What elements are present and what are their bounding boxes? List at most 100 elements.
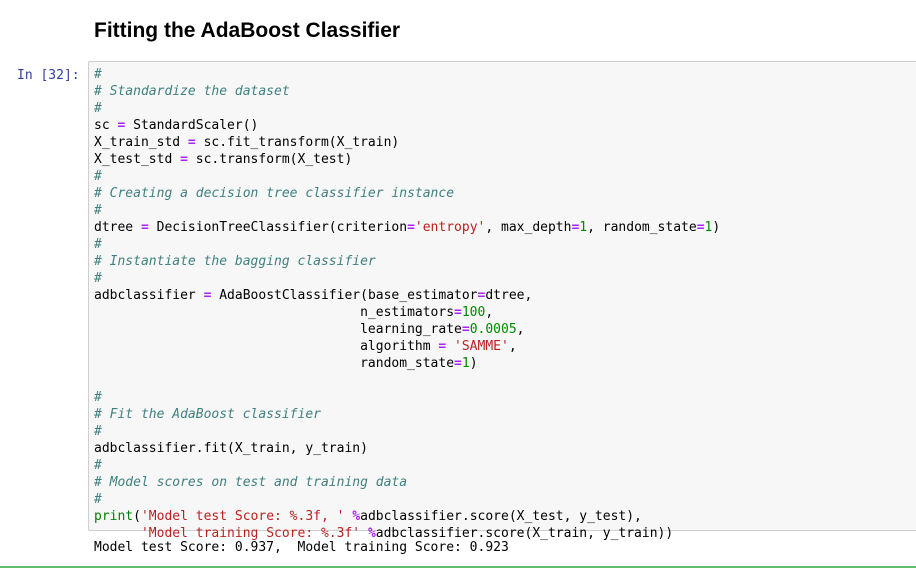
code-comment: # Fit the AdaBoost classifier <box>94 407 321 422</box>
code-text: n_estimators <box>94 305 455 320</box>
code-text: , <box>485 305 494 320</box>
code-text: adbclassifier.score(X_test, y_test), <box>360 509 642 524</box>
code-line: # Instantiate the bagging classifier <box>94 253 720 270</box>
code-line: # <box>94 423 720 440</box>
code-line: # Fit the AdaBoost classifier <box>94 406 720 423</box>
code-comment: # Creating a decision tree classifier in… <box>94 186 455 201</box>
code-line: # <box>94 100 720 117</box>
code-text: StandardScaler() <box>125 118 259 133</box>
code-text: ) <box>469 356 478 371</box>
code-operator: = <box>187 135 196 150</box>
cell-output: Model test Score: 0.937, Model training … <box>94 540 509 555</box>
code-comment: # <box>94 390 102 405</box>
code-string: 'SAMME' <box>454 339 509 354</box>
code-operator: = <box>203 288 212 303</box>
code-comment: # Instantiate the bagging classifier <box>94 254 376 269</box>
code-line: n_estimators=100, <box>94 304 720 321</box>
code-line: # <box>94 457 720 474</box>
code-text: algorithm <box>94 339 439 354</box>
section-heading: Fitting the AdaBoost Classifier <box>94 19 401 42</box>
code-line: algorithm = 'SAMME', <box>94 338 720 355</box>
code-line: X_test_std = sc.transform(X_test) <box>94 151 720 168</box>
code-text: ( <box>133 509 141 524</box>
code-comment: # <box>94 67 102 82</box>
code-line: adbclassifier.fit(X_train, y_train) <box>94 440 720 457</box>
code-string: 'entropy' <box>414 220 486 235</box>
selected-cell-border <box>0 566 916 568</box>
code-line: # Model scores on test and training data <box>94 474 720 491</box>
code-operator: % <box>367 526 376 541</box>
code-operator: % <box>352 509 361 524</box>
code-text: dtree, <box>485 288 533 303</box>
code-string: 'Model test Score: %.3f, ' <box>140 509 345 524</box>
code-comment: # <box>94 237 102 252</box>
code-text: , max_depth <box>485 220 572 235</box>
code-comment: # <box>94 101 102 116</box>
code-operator: = <box>461 322 470 337</box>
code-text: X_train_std <box>94 135 188 150</box>
code-text: adbclassifier <box>94 288 204 303</box>
code-comment: # <box>94 492 102 507</box>
code-line: random_state=1) <box>94 355 720 372</box>
code-comment: # Standardize the dataset <box>94 84 290 99</box>
code-line: # <box>94 202 720 219</box>
code-operator: = <box>180 152 188 167</box>
code-comment: # Model scores on test and training data <box>94 475 408 490</box>
code-number: 1 <box>461 356 470 371</box>
code-operator: = <box>140 220 149 235</box>
code-text: adbclassifier.score(X_train, y_train)) <box>375 526 674 541</box>
code-line: print('Model test Score: %.3f, ' %adbcla… <box>94 508 720 525</box>
code-number: 0.0005 <box>469 322 517 337</box>
code-editor[interactable]: ## Standardize the dataset#sc = Standard… <box>94 66 720 542</box>
code-comment: # <box>94 169 102 184</box>
code-number: 1 <box>704 220 713 235</box>
code-builtin: print <box>94 509 134 524</box>
code-line: # <box>94 236 720 253</box>
code-text: , <box>516 322 525 337</box>
code-line: # <box>94 168 720 185</box>
code-operator: = <box>454 356 462 371</box>
input-prompt: In [32]: <box>17 68 80 83</box>
code-input-area[interactable] <box>88 61 916 531</box>
code-line: # <box>94 270 720 287</box>
code-text: sc.fit_transform(X_train) <box>195 135 400 150</box>
code-text: random_state <box>94 356 455 371</box>
code-line: dtree = DecisionTreeClassifier(criterion… <box>94 219 720 236</box>
code-operator: = <box>438 339 447 354</box>
code-comment: # <box>94 458 102 473</box>
code-operator: = <box>117 118 126 133</box>
code-operator: = <box>696 220 705 235</box>
code-line-blank <box>94 372 720 389</box>
code-text: sc <box>94 118 118 133</box>
code-line: 'Model training Score: %.3f' %adbclassif… <box>94 525 720 542</box>
code-number: 100 <box>461 305 486 320</box>
code-text: , random_state <box>587 220 697 235</box>
code-operator: = <box>571 220 580 235</box>
code-line: # Standardize the dataset <box>94 83 720 100</box>
code-text: X_test_std <box>94 152 181 167</box>
code-comment: # <box>94 203 102 218</box>
code-comment: # <box>94 424 102 439</box>
code-string: 'Model training Score: %.3f' <box>140 526 361 541</box>
code-line: # Creating a decision tree classifier in… <box>94 185 720 202</box>
code-text: , <box>508 339 517 354</box>
code-text: AdaBoostClassifier(base_estimator <box>211 288 478 303</box>
code-line: sc = StandardScaler() <box>94 117 720 134</box>
code-text: DecisionTreeClassifier(criterion <box>148 220 408 235</box>
code-text <box>446 339 454 354</box>
code-comment: # <box>94 271 102 286</box>
code-text: adbclassifier.fit(X_train, y_train) <box>94 441 368 456</box>
code-text: dtree <box>94 220 141 235</box>
code-text: ) <box>712 220 721 235</box>
code-line: # <box>94 389 720 406</box>
code-operator: = <box>454 305 462 320</box>
code-operator: = <box>407 220 415 235</box>
code-line: # <box>94 491 720 508</box>
code-line: X_train_std = sc.fit_transform(X_train) <box>94 134 720 151</box>
code-text: sc.transform(X_test) <box>187 152 353 167</box>
code-text: learning_rate <box>94 322 462 337</box>
code-line: # <box>94 66 720 83</box>
code-line: adbclassifier = AdaBoostClassifier(base_… <box>94 287 720 304</box>
code-line: learning_rate=0.0005, <box>94 321 720 338</box>
code-number: 1 <box>579 220 588 235</box>
